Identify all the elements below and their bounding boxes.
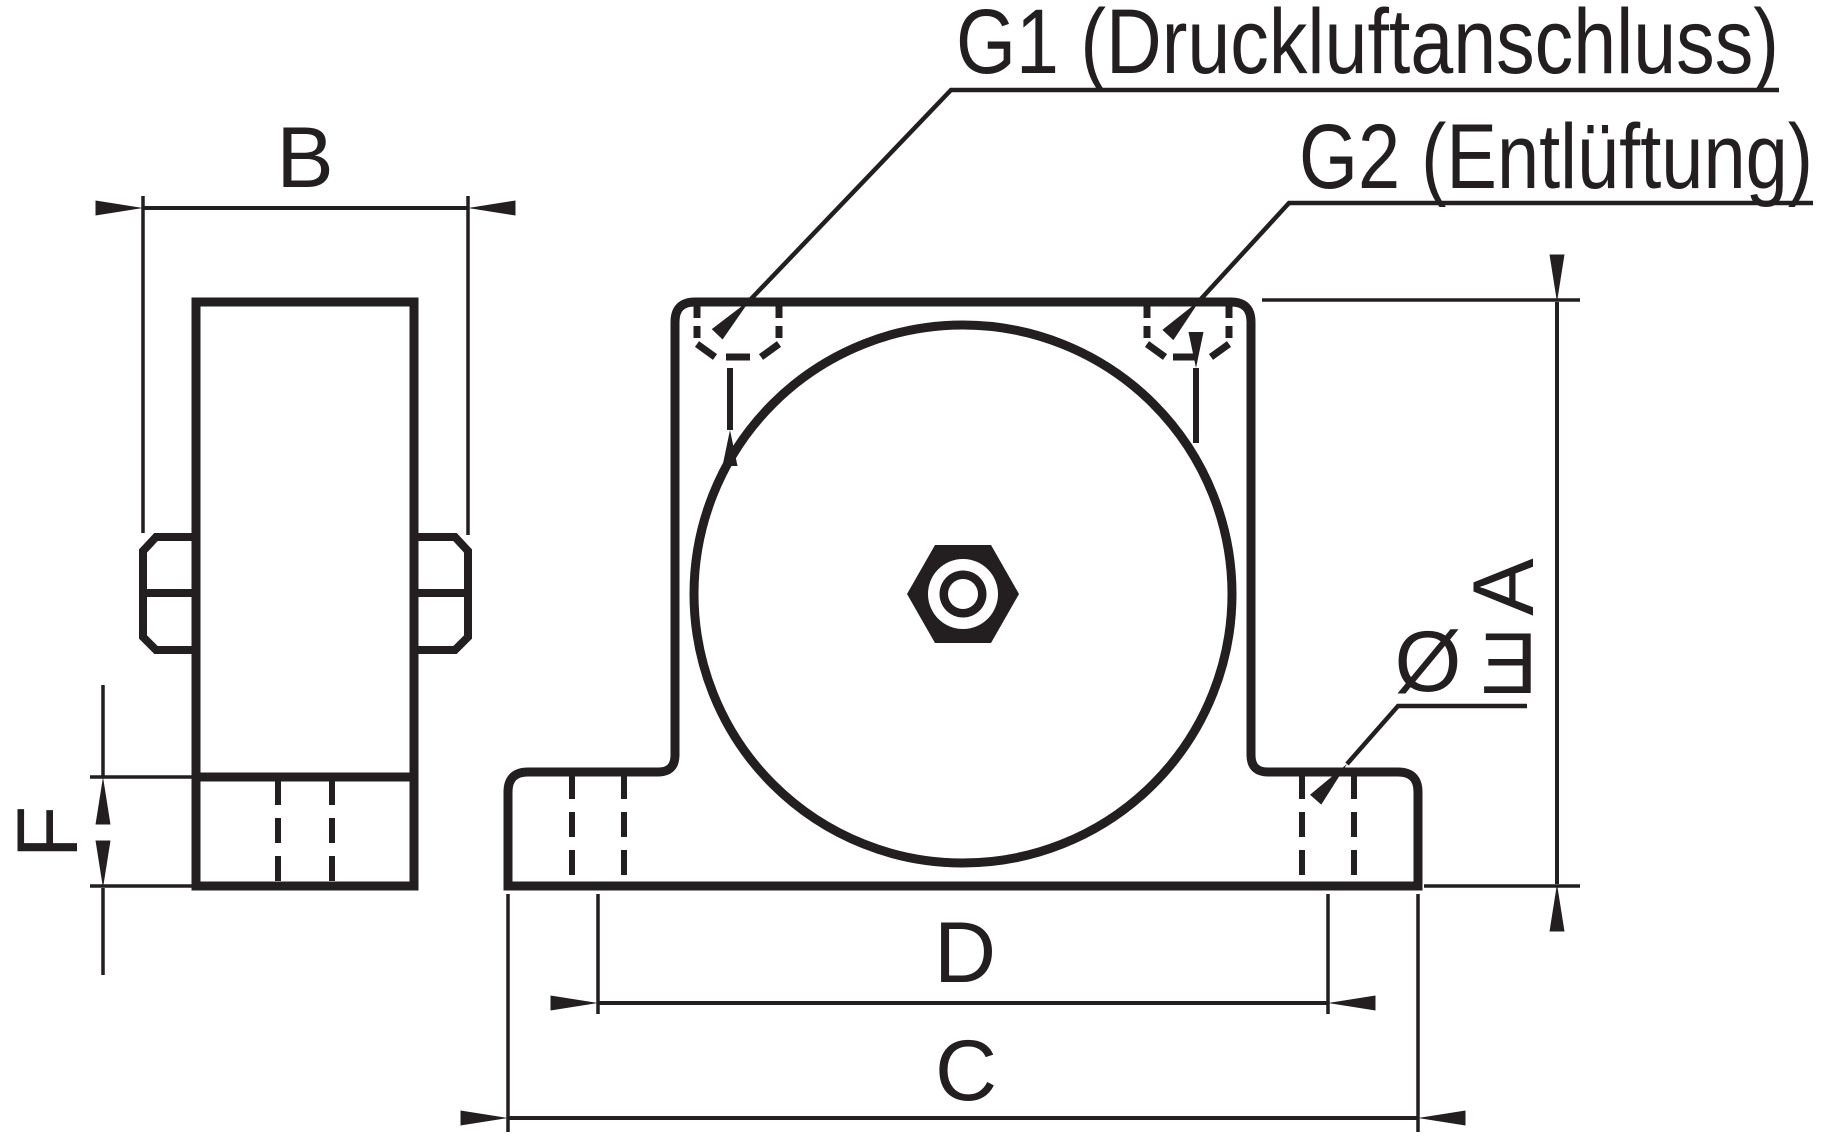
g2-callout: G2 (Entlüftung) xyxy=(1162,106,1813,341)
dim-e-label: E xyxy=(1480,616,1537,712)
dimension-a: A xyxy=(1262,254,1580,932)
dimension-c: C xyxy=(460,894,1466,1132)
dim-a-label: A xyxy=(1456,558,1552,616)
g1-callout: G1 (Druckluftanschluss) xyxy=(711,0,1779,340)
g2-port-chamfer-right xyxy=(1208,341,1232,360)
dimension-b: B xyxy=(95,110,516,535)
dim-f-label: F xyxy=(0,806,96,859)
g2-port xyxy=(1143,304,1233,443)
side-view-body-outline xyxy=(191,297,419,891)
g1-port-chamfer-right xyxy=(758,341,782,360)
side-view xyxy=(139,297,472,891)
g2-port-chamfer-left xyxy=(1144,341,1168,360)
dim-b-label: B xyxy=(276,110,333,206)
g2-leader-line xyxy=(1162,200,1813,341)
g2-callout-text: G2 (Entlüftung) xyxy=(1299,106,1813,208)
g1-leader-line xyxy=(711,87,1779,340)
g1-port xyxy=(693,304,783,466)
diameter-symbol: Ø xyxy=(1395,614,1462,710)
front-view xyxy=(503,297,1423,891)
g1-port-chamfer-left xyxy=(694,341,718,360)
dimension-f: F xyxy=(0,685,192,975)
dim-c-label: C xyxy=(935,1023,997,1119)
g1-callout-text: G1 (Druckluftanschluss) xyxy=(956,0,1779,93)
diameter-e-leader-line xyxy=(1310,703,1527,805)
dim-d-label: D xyxy=(934,905,996,1001)
front-view-housing-outline xyxy=(503,297,1423,891)
diameter-e-callout: Ø E xyxy=(1310,614,1538,805)
turbine-circle xyxy=(689,320,1237,868)
hex-nut-bore xyxy=(948,579,978,609)
dimension-d: D xyxy=(550,894,1376,1014)
